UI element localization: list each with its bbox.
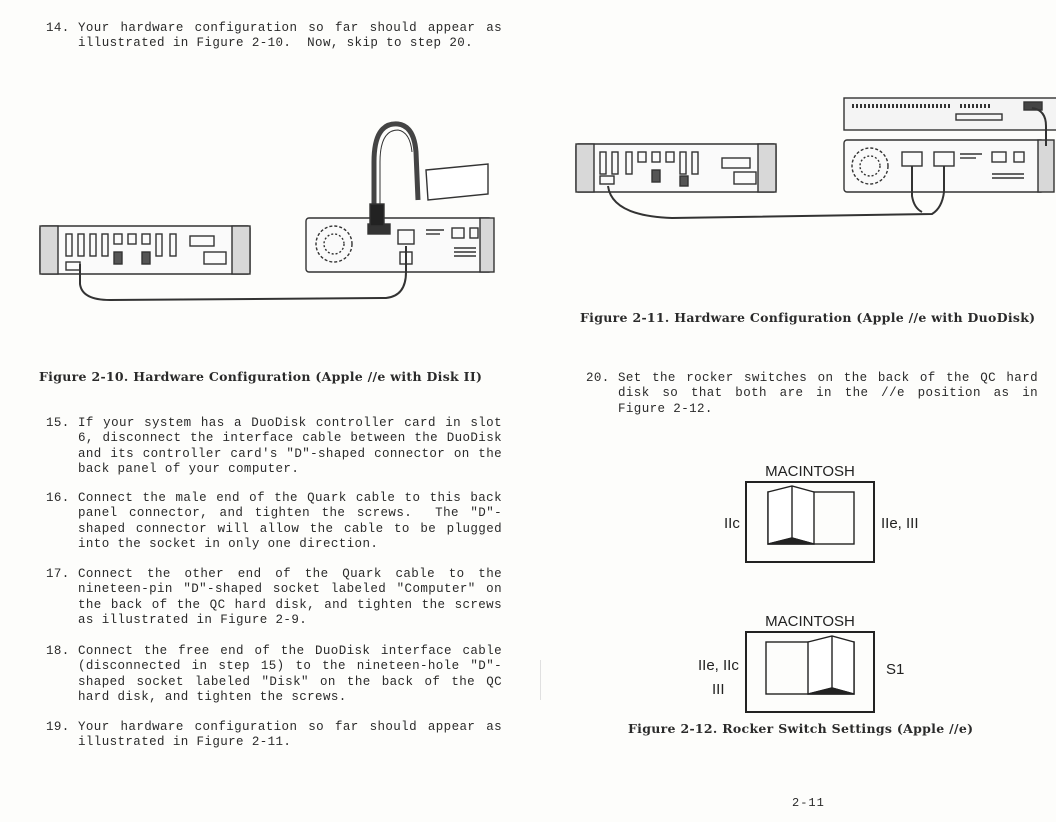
step-16: 16. Connect the male end of the Quark ca… [46, 491, 502, 553]
switch-2-title: MACINTOSH [765, 613, 855, 630]
switch-2-frame [745, 631, 875, 713]
step-number: 14. [46, 21, 70, 35]
switch-1-frame [745, 481, 875, 563]
step-number: 20. [586, 371, 610, 385]
step-number: 19. [46, 720, 70, 734]
step-text: Your hardware configuration so far shoul… [78, 720, 510, 750]
switch-1-right-label: IIe, III [881, 515, 918, 532]
step-20: 20. Set the rocker switches on the back … [586, 371, 1038, 416]
step-text: Set the rocker switches on the back of t… [618, 371, 1046, 416]
switch-1-rocker [767, 485, 855, 545]
rocker-switch-1: MACINTOSH IIc IIe, III [724, 463, 918, 563]
figure-2-11-illustration [575, 97, 1056, 220]
step-15: 15. If your system has a DuoDisk control… [46, 416, 502, 478]
step-19: 19. Your hardware configuration so far s… [46, 720, 502, 752]
step-text: If your system has a DuoDisk controller … [78, 416, 510, 477]
switch-2-rocker [765, 635, 855, 695]
step-text: Your hardware configuration so far shoul… [78, 21, 510, 51]
step-text: Connect the other end of the Quark cable… [78, 567, 510, 628]
step-number: 17. [46, 567, 70, 581]
rocker-switch-2: MACINTOSH IIe, IIc III S1 [698, 613, 904, 713]
left-page: 14. Your hardware configuration so far s… [39, 21, 502, 752]
figure-2-10-illustration [39, 121, 495, 302]
page-number: 2-11 [792, 796, 825, 810]
page-gutter [540, 660, 541, 700]
step-number: 15. [46, 416, 70, 430]
step-14: 14. Your hardware configuration so far s… [46, 21, 502, 83]
figure-2-11-caption: Figure 2-11. Hardware Configuration (App… [580, 310, 1036, 325]
switch-1-left-label: IIc [724, 515, 740, 532]
step-17: 17. Connect the other end of the Quark c… [46, 567, 502, 629]
figure-2-10-caption: Figure 2-10. Hardware Configuration (App… [39, 369, 483, 384]
step-text: Connect the male end of the Quark cable … [78, 491, 510, 552]
right-page: Figure 2-11. Hardware Configuration (App… [528, 0, 1056, 822]
step-18: 18. Connect the free end of the DuoDisk … [46, 644, 502, 706]
switch-2-left-label-line2: III [712, 681, 725, 698]
step-text: Connect the free end of the DuoDisk inte… [78, 644, 510, 705]
step-number: 16. [46, 491, 70, 505]
step-number: 18. [46, 644, 70, 658]
switch-2-left-label-line1: IIe, IIc [698, 657, 739, 674]
switch-1-title: MACINTOSH [765, 463, 855, 480]
figure-2-12-caption: Figure 2-12. Rocker Switch Settings (App… [628, 721, 974, 736]
switch-2-right-label: S1 [886, 661, 904, 678]
